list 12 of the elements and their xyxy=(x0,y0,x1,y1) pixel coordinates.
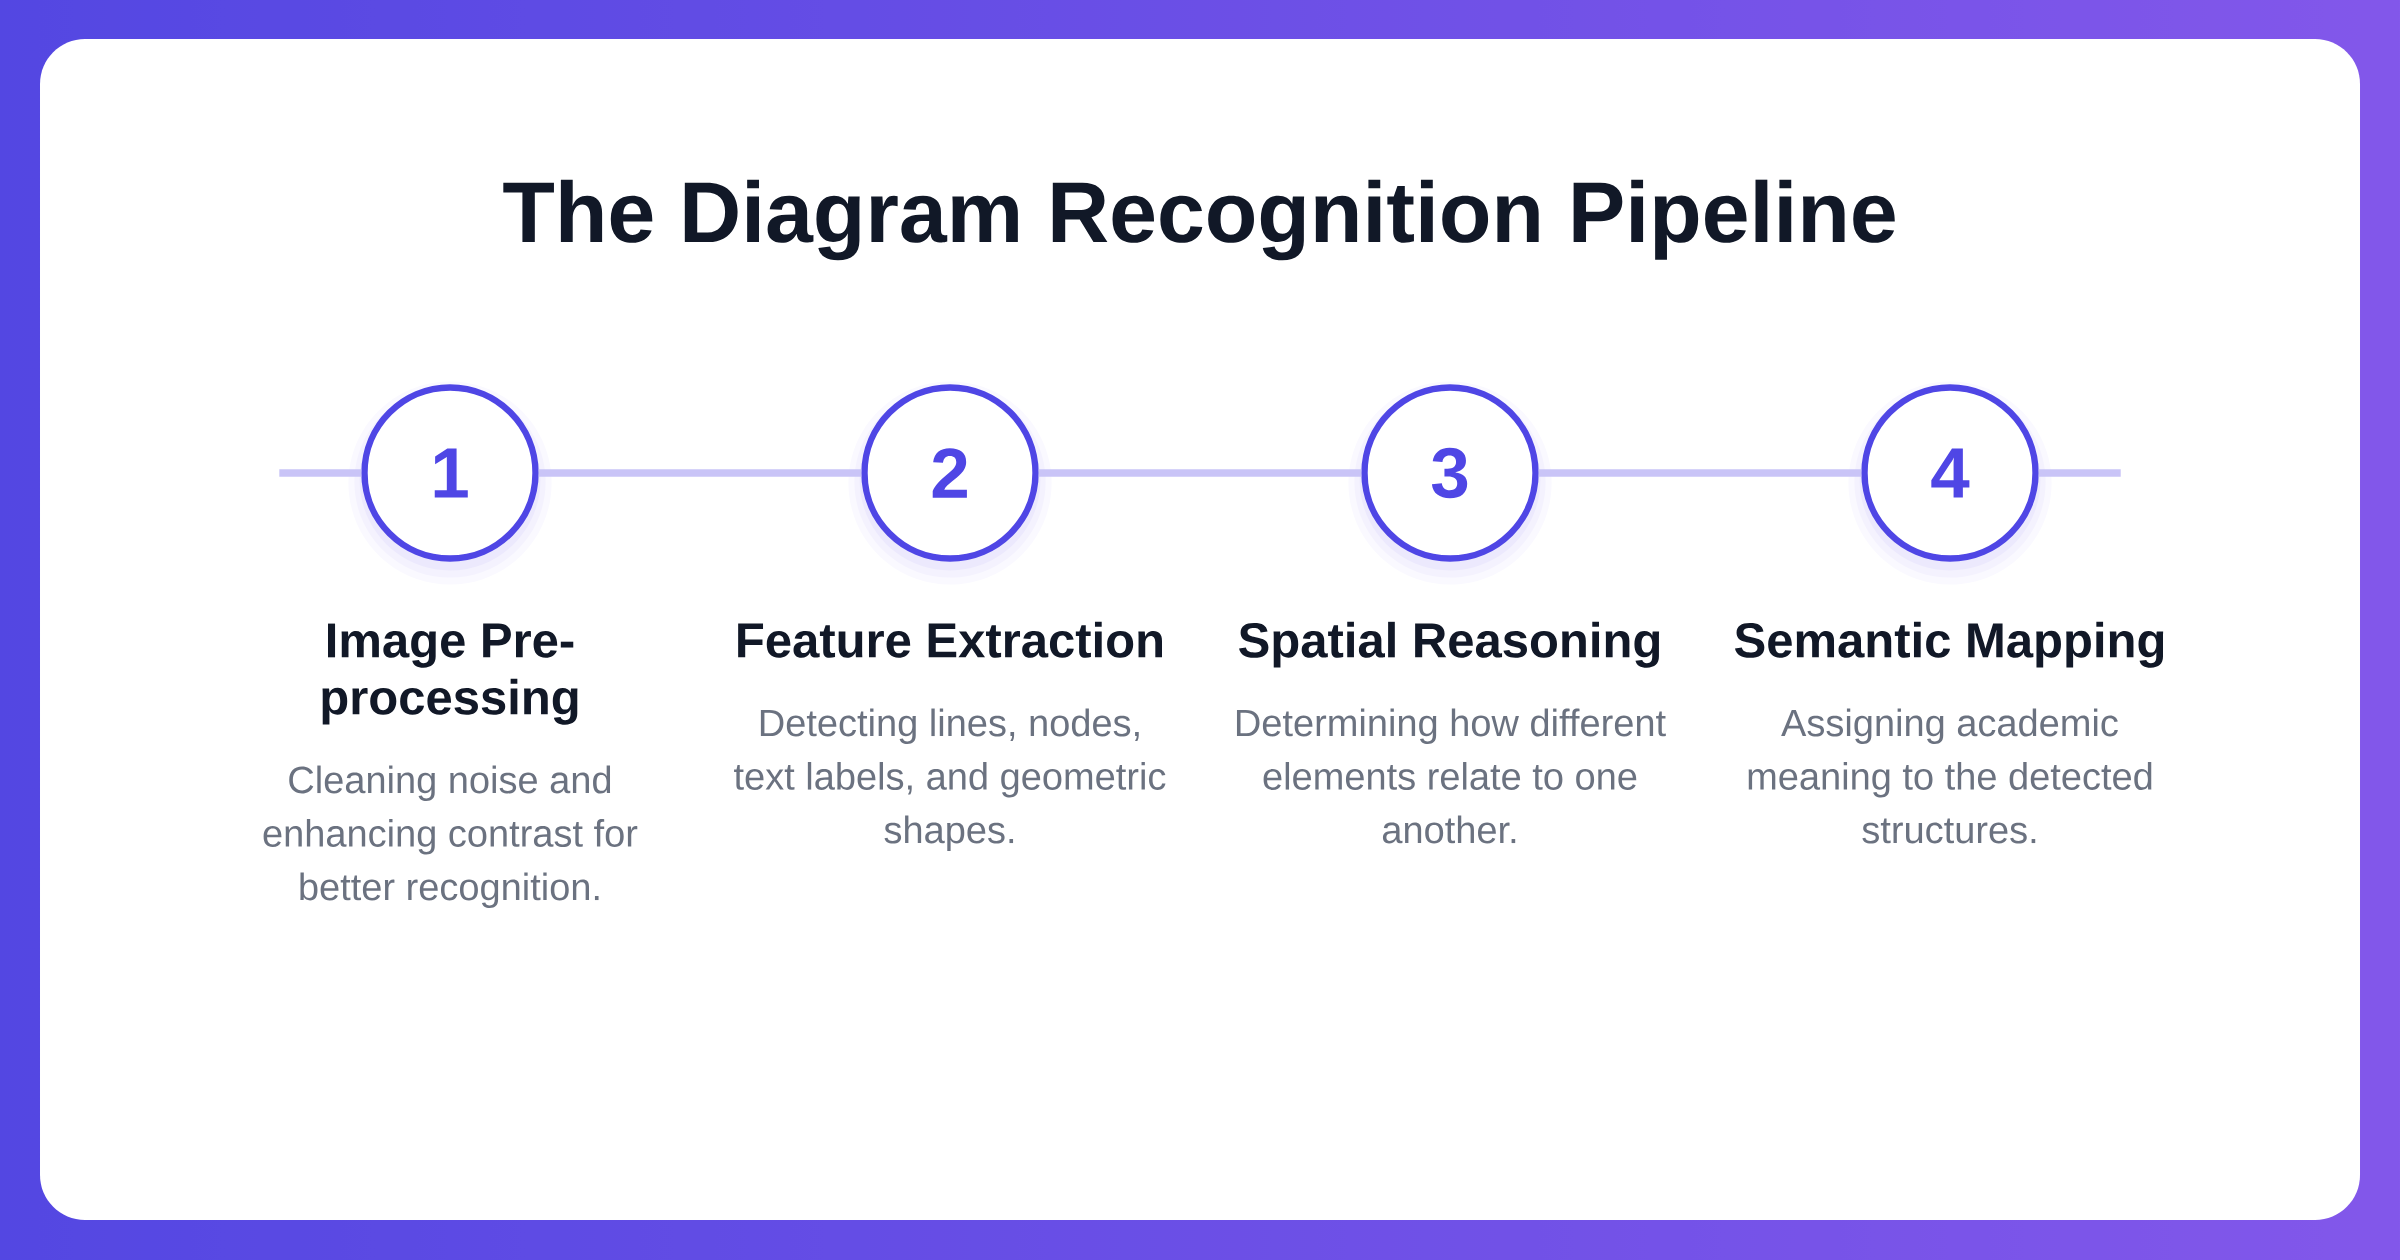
step-description: Determining how different elements relate to one another. xyxy=(1236,708,1666,844)
step-description: Assigning academic meaning to the detected structures. xyxy=(1748,708,2152,844)
step-heading: Spatial Reasoning xyxy=(1239,621,1660,668)
step-description: Detecting lines, nodes, text labels, and geometric shapes. xyxy=(734,708,1166,851)
step-heading: Image Pre-processing xyxy=(322,623,578,725)
connector-line xyxy=(538,469,862,477)
connector-line xyxy=(1538,469,1862,477)
connector-line xyxy=(1038,469,1362,477)
step-description: Cleaning noise and enhancing contrast for better recognition. xyxy=(263,765,638,908)
step-heading: Semantic Mapping xyxy=(1735,621,2164,668)
step-heading: Feature Extraction xyxy=(738,621,1162,658)
title: The Diagram Recognition Pipeline xyxy=(503,179,1895,261)
